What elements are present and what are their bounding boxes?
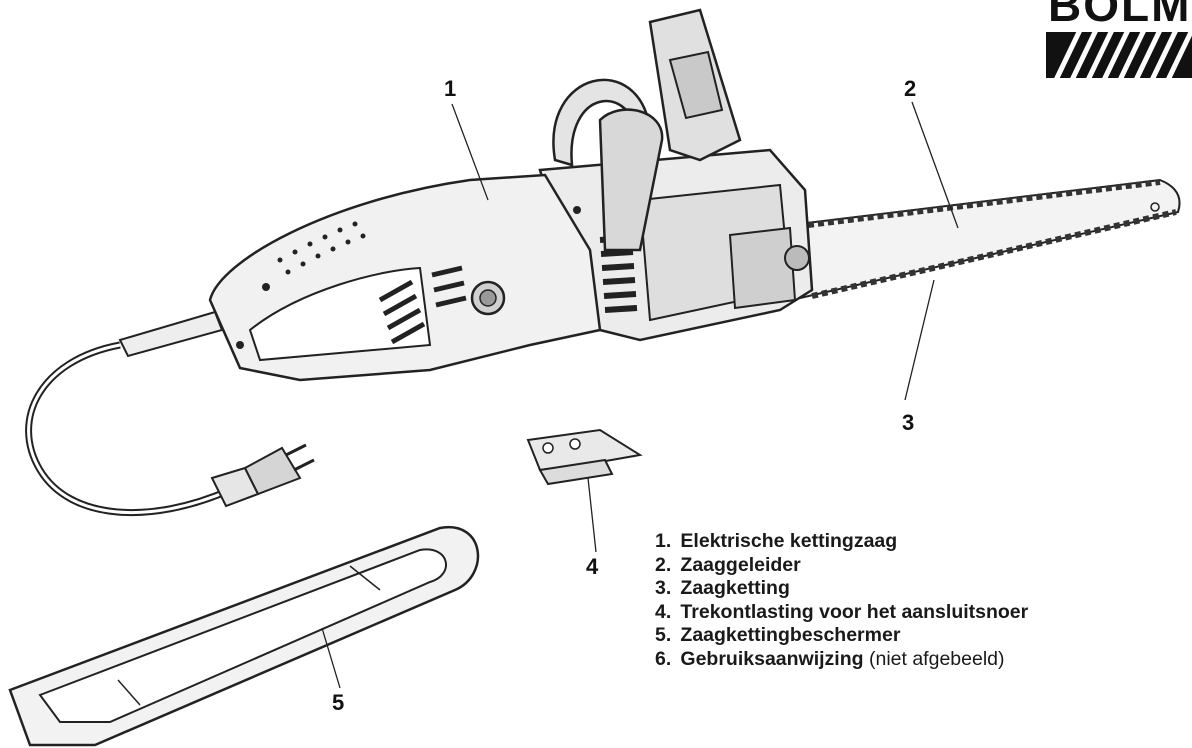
legend-label: Elektrische kettingzaag [680, 530, 898, 552]
callout-2: 2 [904, 76, 917, 101]
callout-1: 1 [444, 76, 457, 101]
legend-number: 1. [655, 530, 672, 552]
legend-label: Zaagketting [680, 577, 790, 599]
legend-item: 3. Zaagketting [655, 577, 1028, 601]
brand-logo: BOLM [1036, 0, 1192, 82]
legend-item: 6. Gebruiksaanwijzing (niet afgebeeld) [655, 648, 1028, 672]
chain-guard [8, 526, 480, 747]
legend-label: Zaaggeleider [680, 553, 801, 576]
brand-stripes [1046, 28, 1192, 82]
legend-label: Zaagkettingbeschermer [680, 624, 901, 646]
brand-logo-text: BOLM [1048, 0, 1192, 31]
legend-item: 4. Trekontlasting voor het aansluitsnoer [655, 601, 1028, 625]
callout-3: 3 [902, 410, 915, 435]
legend-item: 2. Zaaggeleider [655, 554, 1028, 578]
legend-number: 5. [655, 624, 672, 646]
legend-number: 3. [655, 577, 672, 599]
leader-lines [321, 101, 959, 689]
rear-handle [208, 173, 602, 382]
front-handle [552, 8, 742, 252]
legend-item: 1. Elektrische kettingzaag [655, 530, 1028, 554]
legend-item: 5. Zaagkettingbeschermer [655, 624, 1028, 648]
legend-number: 6. [655, 647, 672, 670]
parts-legend: 1. Elektrische kettingzaag 2. Zaaggeleid… [655, 530, 1028, 671]
legend-number: 4. [655, 600, 672, 623]
legend-label: Gebruiksaanwijzing [680, 647, 864, 670]
legend-number: 2. [655, 553, 672, 576]
callout-5: 5 [332, 690, 345, 715]
strain-relief [526, 428, 643, 486]
plug-icon [210, 443, 315, 508]
legend-note: (niet afgebeeld) [868, 647, 1005, 670]
legend-label: Trekontlasting voor het aansluitsnoer [680, 600, 1029, 623]
callout-4: 4 [586, 554, 599, 579]
guide-bar [788, 178, 1181, 300]
